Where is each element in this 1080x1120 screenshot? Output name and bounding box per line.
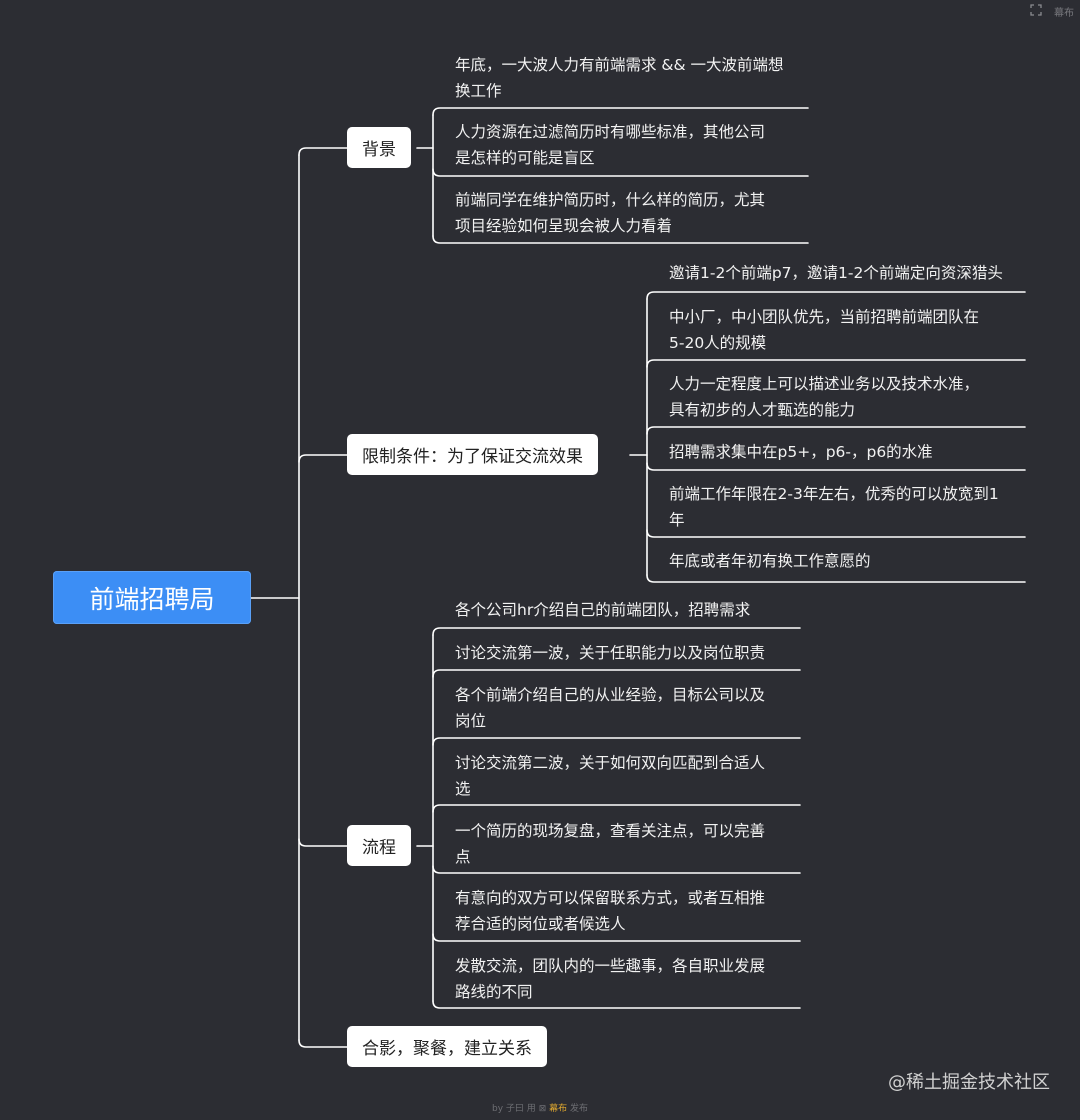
fullscreen-icon[interactable] xyxy=(1030,4,1042,19)
process-underline-3 xyxy=(432,737,801,746)
leaf-constraints-5[interactable]: 前端工作年限在2-3年左右，优秀的可以放宽到1 年 xyxy=(669,485,999,529)
leaf-background-2[interactable]: 人力资源在过滤简历时有哪些标准，其他公司 是怎样的可能是盲区 xyxy=(455,123,766,167)
leaf-process-2[interactable]: 讨论交流第一波，关于任职能力以及岗位职责 xyxy=(455,644,766,662)
leaf-background-3[interactable]: 前端同学在维护简历时，什么样的简历，尤其 项目经验如何呈现会被人力看着 xyxy=(455,191,766,235)
leaf-process-5[interactable]: 一个简历的现场复盘，查看关注点，可以完善 点 xyxy=(455,822,766,866)
constraints-underline-1 xyxy=(646,291,1026,300)
branch-label: 背景 xyxy=(362,140,396,160)
branch-label: 合影，聚餐，建立关系 xyxy=(362,1039,532,1059)
connector-photo xyxy=(298,1039,348,1048)
branch-constraints[interactable]: 限制条件：为了保证交流效果 xyxy=(347,434,598,475)
constraints-underline-6 xyxy=(646,574,1026,583)
leaf-process-6[interactable]: 有意向的双方可以保留联系方式，或者互相推 荐合适的岗位或者候选人 xyxy=(455,889,766,933)
watermark: @稀土掘金技术社区 xyxy=(888,1072,1050,1093)
branch-background[interactable]: 背景 xyxy=(347,127,411,168)
leaf-constraints-3[interactable]: 人力一定程度上可以描述业务以及技术水准， 具有初步的人才甄选的能力 xyxy=(669,375,980,419)
leaf-constraints-1[interactable]: 邀请1-2个前端p7，邀请1-2个前端定向资深猎头 xyxy=(669,264,1003,282)
leaf-constraints-4[interactable]: 招聘需求集中在p5+，p6-，p6的水准 xyxy=(669,443,933,461)
constraints-underline-2 xyxy=(646,359,1026,368)
connector-background xyxy=(298,147,348,156)
connector-process xyxy=(298,838,348,847)
branch-label: 流程 xyxy=(362,838,396,858)
branch-photo[interactable]: 合影，聚餐，建立关系 xyxy=(347,1026,547,1067)
leaf-background-1[interactable]: 年底，一大波人力有前端需求 && 一大波前端想 换工作 xyxy=(455,56,784,100)
leaf-constraints-6[interactable]: 年底或者年初有换工作意愿的 xyxy=(669,552,871,570)
connector-constraints xyxy=(298,454,348,463)
root-node-label: 前端招聘局 xyxy=(89,584,215,614)
leaf-process-4[interactable]: 讨论交流第二波，关于如何双向匹配到合适人 选 xyxy=(455,754,766,798)
background-underline-1 xyxy=(432,107,809,116)
root-node[interactable]: 前端招聘局 xyxy=(53,571,251,624)
leaf-process-3[interactable]: 各个前端介绍自己的从业经验，目标公司以及 岗位 xyxy=(455,686,766,730)
leaf-process-1[interactable]: 各个公司hr介绍自己的前端团队，招聘需求 xyxy=(455,601,751,619)
process-underline-2 xyxy=(432,669,801,678)
process-underline-4 xyxy=(432,804,801,813)
constraints-underline-3 xyxy=(646,426,1026,435)
leaf-process-7[interactable]: 发散交流，团队内的一些趣事，各自职业发展 路线的不同 xyxy=(455,957,766,1001)
branch-process[interactable]: 流程 xyxy=(347,825,411,866)
brand-icon: ⊠ xyxy=(538,1104,547,1114)
footer-credit: by 子曰 用 ⊠ 幕布 发布 xyxy=(491,1104,589,1114)
leaf-constraints-2[interactable]: 中小厂，中小团队优先，当前招聘前端团队在 5-20人的规模 xyxy=(669,308,980,352)
process-underline-1 xyxy=(432,627,801,636)
toolbar-label: 幕布 xyxy=(1054,8,1074,19)
branch-label: 限制条件：为了保证交流效果 xyxy=(362,447,583,467)
